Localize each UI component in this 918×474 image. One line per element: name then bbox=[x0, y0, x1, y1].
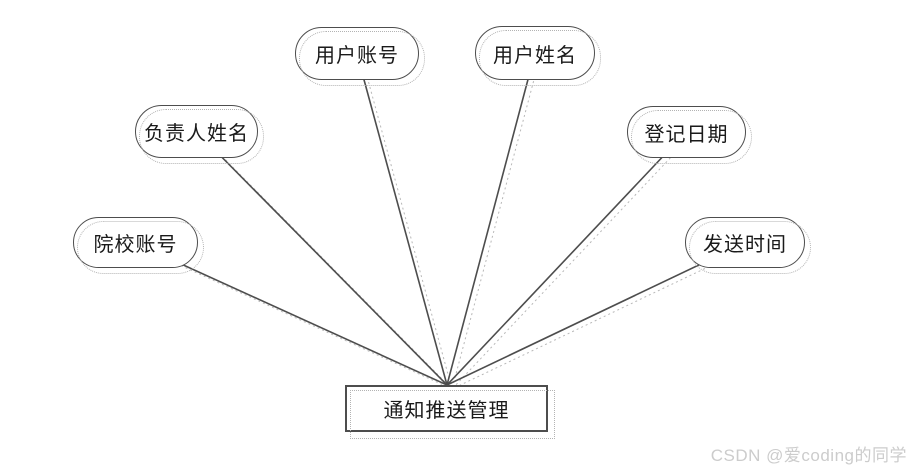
connector-shadow-line bbox=[139, 246, 453, 390]
attribute-node-manager-name: 负责人姓名 bbox=[135, 105, 264, 164]
connector-line bbox=[446, 52, 536, 386]
connector-solid-lines bbox=[134, 52, 746, 386]
attribute-label: 发送时间 bbox=[685, 217, 805, 268]
attribute-label: 负责人姓名 bbox=[135, 105, 258, 158]
connector-line bbox=[195, 130, 448, 386]
attribute-node-college-account: 院校账号 bbox=[73, 217, 204, 274]
connector-shadow-line bbox=[451, 135, 692, 390]
entity-label: 通知推送管理 bbox=[345, 385, 548, 432]
connector-shadow-line bbox=[361, 57, 453, 390]
connector-line bbox=[446, 131, 687, 386]
attribute-label: 用户姓名 bbox=[475, 26, 595, 80]
attribute-label: 用户账号 bbox=[295, 27, 419, 80]
connector-line bbox=[134, 242, 448, 386]
attribute-node-send-time: 发送时间 bbox=[685, 217, 811, 274]
connector-line bbox=[446, 242, 746, 386]
connector-shadow-line bbox=[451, 246, 751, 390]
attribute-node-register-date: 登记日期 bbox=[627, 106, 752, 164]
connector-shadow-lines bbox=[139, 56, 751, 390]
connector-shadow-line bbox=[451, 56, 541, 390]
csdn-watermark: CSDN @爱coding的同学 bbox=[710, 446, 907, 465]
attribute-node-user-account: 用户账号 bbox=[295, 27, 425, 86]
attribute-node-user-name: 用户姓名 bbox=[475, 26, 601, 86]
entity-node-notification-push-management: 通知推送管理 bbox=[345, 385, 555, 439]
attribute-label: 登记日期 bbox=[627, 106, 746, 158]
connector-line bbox=[356, 53, 448, 386]
attribute-label: 院校账号 bbox=[73, 217, 198, 268]
